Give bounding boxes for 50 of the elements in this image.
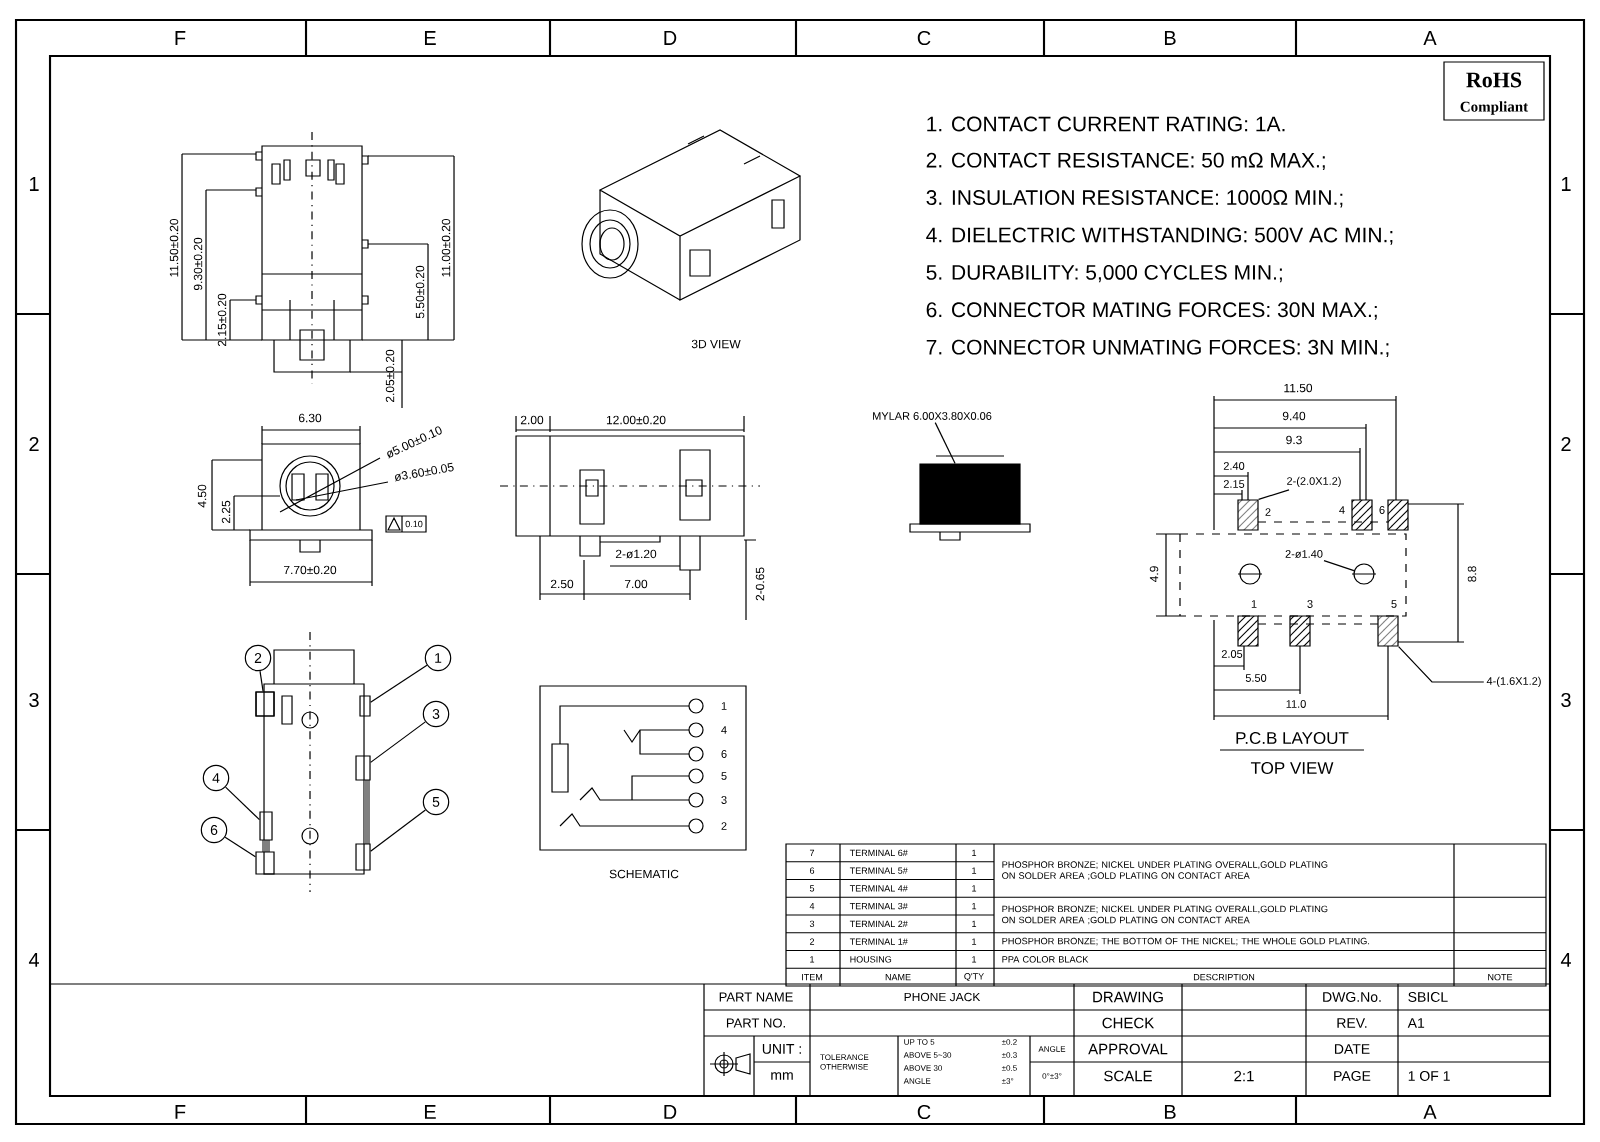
- leader-line: [225, 786, 261, 821]
- mounting-hole: [1353, 563, 1375, 585]
- grid-letter: D: [664, 31, 677, 45]
- grid-letter: A: [1423, 1105, 1437, 1119]
- terminal-pin: [355, 843, 371, 871]
- grid-number: 2: [29, 437, 39, 451]
- leader-line: [1398, 646, 1485, 683]
- spec-note: 6. CONNECTOR MATING FORCES: 30N MAX.;: [926, 302, 1377, 320]
- terminal-pin: [259, 811, 273, 841]
- grid-letter: C: [917, 30, 931, 46]
- grid-number: 1: [29, 177, 39, 191]
- view-title: TOP VIEW: [1250, 761, 1334, 774]
- solder-pad: [1377, 615, 1399, 647]
- spec-note: 5. DURABILITY: 5,000 CYCLES MIN.;: [926, 264, 1282, 283]
- view-title: P.C.B LAYOUT: [1236, 731, 1349, 744]
- grid-number: 4: [28, 953, 39, 967]
- grid-number: 3: [29, 692, 39, 708]
- grid-letter: F: [175, 31, 186, 45]
- spec-note: 1. CONTACT CURRENT RATING: 1A.: [927, 116, 1285, 132]
- terminal-pin: [355, 755, 371, 781]
- terminal-pin: [255, 691, 275, 717]
- grid-letter: E: [425, 31, 436, 45]
- grid-letter: E: [425, 1105, 436, 1119]
- leader-line: [370, 809, 427, 852]
- grid-letter: B: [1164, 1105, 1176, 1119]
- leader-line: [1258, 489, 1290, 500]
- leader-line: [1323, 560, 1355, 572]
- leader-line: [370, 721, 426, 763]
- rohs-mark: RoHS: [1466, 72, 1522, 88]
- grid-letter: B: [1164, 31, 1176, 45]
- grid-number: 1: [1561, 177, 1571, 191]
- grid-number: 2: [1561, 437, 1571, 451]
- solder-pad: [1237, 499, 1259, 531]
- spec-note: 4. DIELECTRIC WITHSTANDING: 500V AC MIN.;: [926, 227, 1393, 245]
- leader-line: [370, 664, 428, 703]
- spec-note: 7. CONNECTOR UNMATING FORCES: 3N MIN.;: [926, 339, 1389, 358]
- grid-letter: A: [1423, 31, 1437, 45]
- terminal-pin: [359, 695, 371, 717]
- grid-letter: C: [917, 1104, 931, 1120]
- leader-line: [259, 670, 264, 692]
- spec-note: 2. CONTACT RESISTANCE: 50 mΩ MAX.;: [926, 152, 1325, 171]
- leader-line: [934, 422, 956, 464]
- grid-letter: D: [664, 1105, 677, 1119]
- grid-number: 3: [1561, 692, 1571, 708]
- grid-letter: F: [175, 1105, 186, 1119]
- grid-number: 4: [1560, 953, 1571, 967]
- leader-line: [224, 836, 256, 858]
- terminal-pin: [255, 851, 275, 875]
- spec-note: 3. INSULATION RESISTANCE: 1000Ω MIN.;: [926, 190, 1343, 208]
- mylar-pad: [919, 463, 1021, 525]
